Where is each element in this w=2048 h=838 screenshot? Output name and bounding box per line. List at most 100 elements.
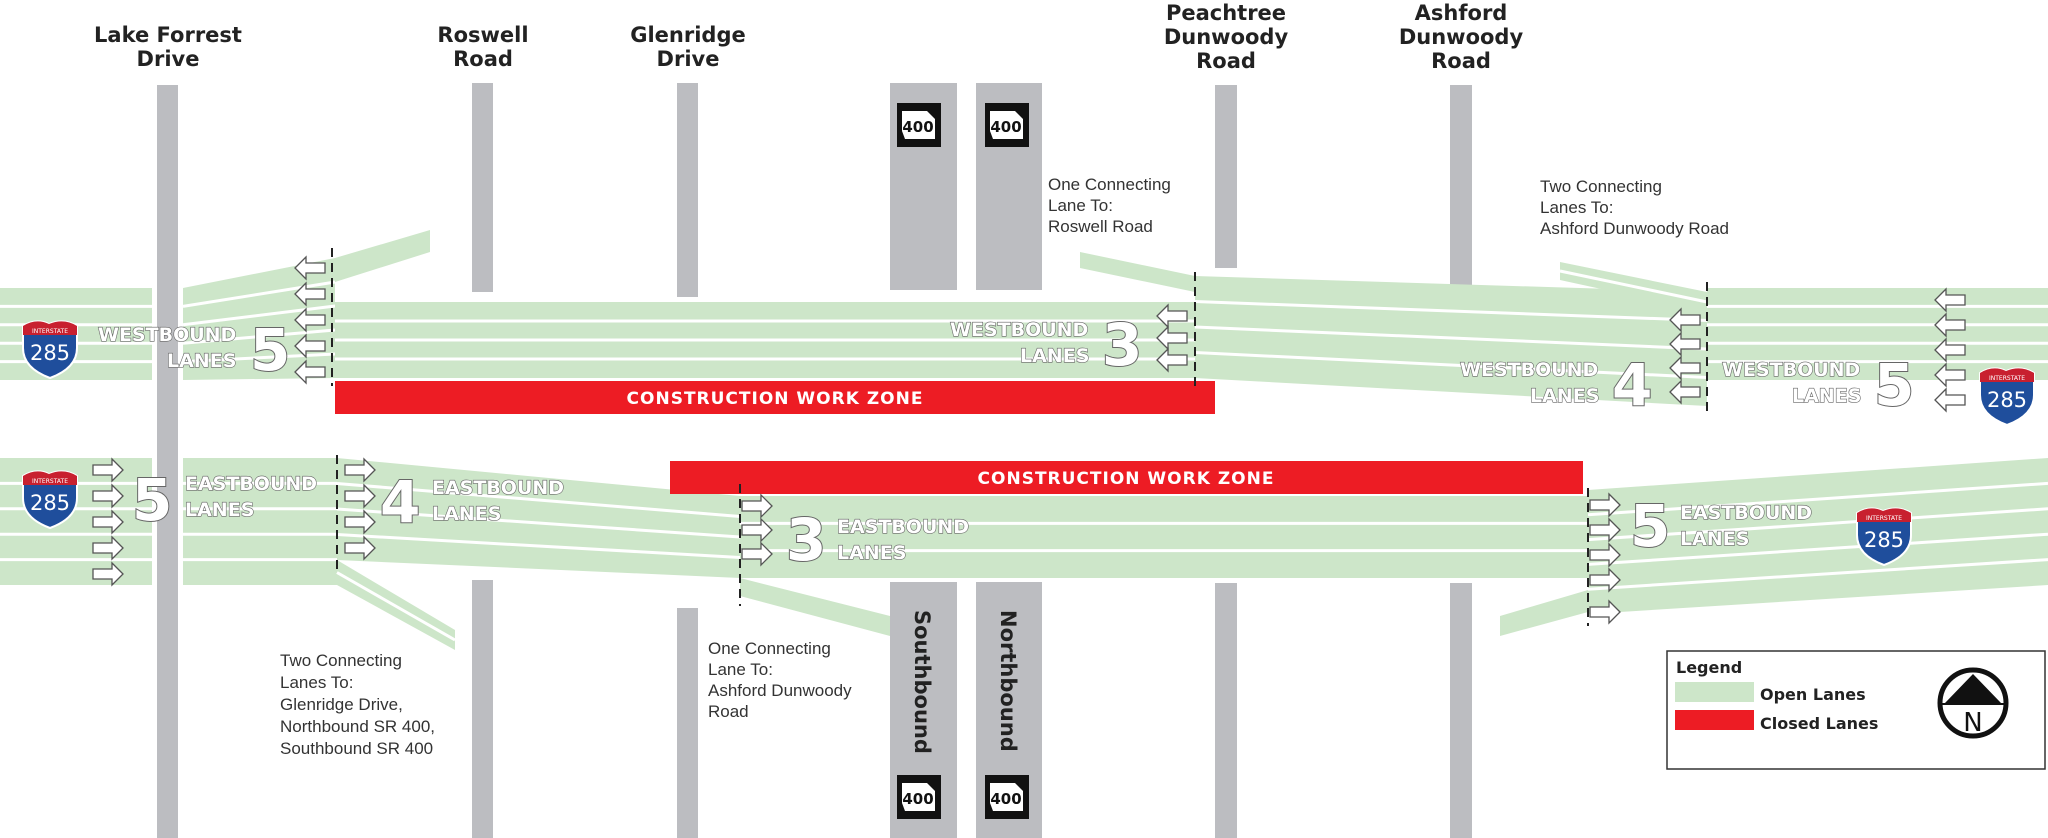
legend-open-label: Open Lanes [1760, 685, 1866, 704]
lane-line [1194, 300, 1708, 322]
lane-band [337, 458, 740, 578]
lane-band [335, 230, 430, 282]
glenridge-drive-south [677, 608, 698, 838]
open-lanes [0, 230, 2048, 650]
shield-top [1857, 508, 1911, 522]
left-arrow-icon [1934, 312, 1966, 338]
left-arrow-icon [1669, 331, 1701, 357]
ga400-shield-icon: 400 [897, 775, 941, 819]
eb-label: LANES [185, 499, 254, 521]
shield-label: INTERSTATE [32, 478, 68, 485]
road-name: Road [1196, 49, 1256, 73]
peachtree-dunwoody-south [1215, 583, 1237, 838]
road-name: Road [453, 47, 513, 71]
right-arrow-icon [344, 535, 376, 561]
wb-count: 5 [1874, 351, 1914, 419]
road-name: Roswell [437, 23, 528, 47]
left-arrow-icon [294, 333, 326, 359]
connecting-note: Lanes To: [280, 673, 353, 692]
eb-count: 5 [1630, 492, 1670, 560]
lane-line [182, 280, 336, 308]
lane-dividers [331, 248, 1708, 626]
eb-count: 5 [132, 466, 172, 534]
left-arrow-icon [1934, 362, 1966, 388]
road-labels: Lake Forrest Drive Roswell Road Glenridg… [94, 1, 1523, 73]
ashford-dunwoody-north [1450, 85, 1472, 298]
shield-number: 400 [990, 790, 1021, 808]
shield-state [990, 783, 1023, 811]
lake-forrest-drive-street [157, 85, 178, 838]
eb-label: LANES [432, 503, 501, 525]
lane-line [1194, 351, 1708, 379]
right-arrow-icon [741, 493, 773, 519]
ga400-shield-icon: 400 [985, 775, 1029, 819]
shield-top [1980, 368, 2034, 382]
ga400-shield-icon: 400 [897, 103, 941, 147]
shield-number: 285 [1987, 388, 2027, 412]
right-arrow-icon [92, 483, 124, 509]
ashford-dunwoody-south [1450, 583, 1472, 838]
shield-state [990, 111, 1023, 139]
roswell-road-south [472, 580, 493, 838]
eb-label: LANES [837, 542, 906, 564]
shield-number: 400 [990, 118, 1021, 136]
lane-line [182, 304, 336, 327]
southbound-label: Southbound [910, 610, 934, 754]
connecting-note: Ashford Dunwoody Road [1540, 219, 1729, 238]
eb-label: LANES [1680, 528, 1749, 550]
shield-state [902, 111, 935, 139]
lane-band [1500, 590, 1588, 636]
connecting-note: One Connecting [708, 639, 831, 658]
lane-band [183, 458, 337, 585]
lane-band [740, 496, 1588, 578]
wb-label: WESTBOUND [1722, 359, 1860, 381]
peachtree-dunwoody-north [1215, 85, 1237, 268]
right-arrow-icon [741, 517, 773, 543]
right-arrow-icon [344, 509, 376, 535]
connecting-note: Glenridge Drive, [280, 695, 403, 714]
left-arrow-icon [1156, 303, 1188, 329]
connecting-note: Roswell Road [1048, 217, 1153, 236]
lane-band [1195, 276, 1707, 406]
lane-line [1194, 325, 1708, 351]
road-name: Dunwoody [1399, 25, 1524, 49]
wb-label: WESTBOUND [950, 319, 1088, 341]
connecting-lane-notes: One Connecting Lane To: Roswell Road Two… [280, 175, 1729, 758]
lane-band [740, 578, 890, 636]
road-name: Peachtree [1166, 1, 1286, 25]
eb-count: 4 [380, 468, 420, 536]
roswell-road-north [472, 83, 493, 292]
eb-label: EASTBOUND [432, 477, 564, 499]
wb-label: WESTBOUND [98, 324, 236, 346]
shield-state [902, 783, 935, 811]
wb-label: LANES [1020, 345, 1089, 367]
right-arrow-icon [344, 483, 376, 509]
shield-number: 285 [30, 341, 70, 365]
left-arrow-icon [294, 281, 326, 307]
connecting-note: One Connecting [1048, 175, 1171, 194]
wb-label: WESTBOUND [1460, 359, 1598, 381]
wb-label: LANES [1530, 385, 1599, 407]
eb-label: EASTBOUND [185, 473, 317, 495]
connecting-note: Lane To: [1048, 196, 1113, 215]
right-arrow-icon [92, 457, 124, 483]
shield-number: 400 [902, 790, 933, 808]
north-arrow-icon: N [1937, 667, 2009, 739]
interstate-285-shields: INTERSTATE285INTERSTATE285INTERSTATE285I… [22, 320, 2035, 567]
glenridge-drive-north [677, 83, 698, 297]
left-arrow-icon [1669, 355, 1701, 381]
left-arrow-icon [294, 255, 326, 281]
road-name: Dunwoody [1164, 25, 1289, 49]
right-arrow-icon [92, 561, 124, 587]
lane-band [1588, 458, 2048, 614]
left-arrow-icon [1934, 387, 1966, 413]
connecting-note: Road [708, 702, 749, 721]
lane-line [336, 482, 741, 518]
eb-label: EASTBOUND [1680, 502, 1812, 524]
connecting-note: Northbound SR 400, [280, 717, 435, 736]
lane-band [1080, 252, 1195, 292]
left-arrow-icon [294, 359, 326, 385]
lane-line [1587, 481, 2048, 517]
